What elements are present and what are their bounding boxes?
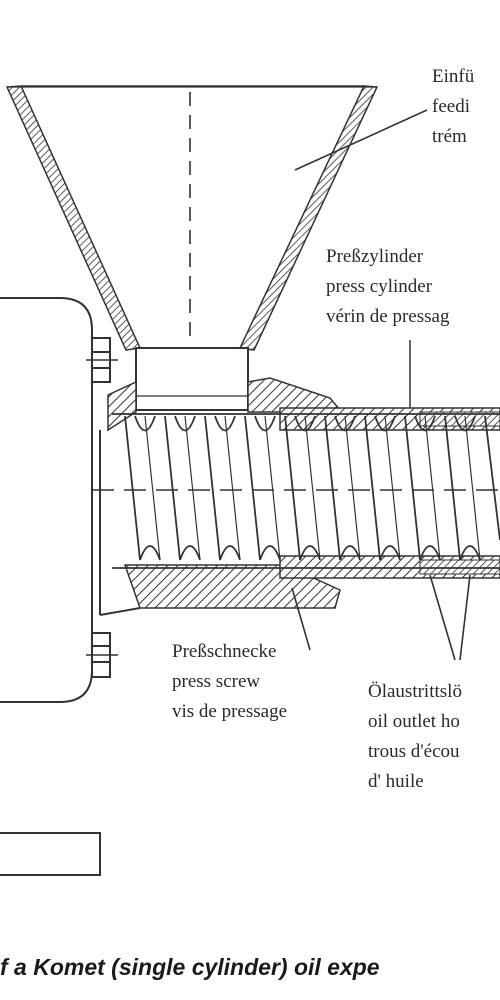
base-block: [0, 832, 101, 876]
label-screw: Preßschnecke press screw vis de pressage: [172, 641, 287, 722]
label-hopper-de: Einfü: [432, 66, 475, 87]
feeding-hopper: [5, 85, 379, 411]
label-cylinder: Preßzylinder press cylinder vérin de pre…: [326, 246, 450, 327]
label-cylinder-en: press cylinder: [326, 276, 433, 297]
label-hopper-fr: trém: [432, 126, 467, 147]
label-cylinder-de: Preßzylinder: [326, 246, 424, 267]
label-hopper: Einfü feedi trém: [432, 66, 475, 147]
motor-housing: [0, 297, 118, 703]
label-outlet-fr-2: d' huile: [368, 771, 424, 792]
label-outlet-en: oil outlet ho: [368, 711, 460, 732]
press-screw: [92, 413, 500, 569]
label-outlet-de: Ölaustrittslö: [368, 681, 462, 702]
figure-caption: f a Komet (single cylinder) oil expe: [0, 954, 380, 980]
label-cylinder-fr: vérin de pressag: [326, 306, 450, 327]
label-screw-fr: vis de pressage: [172, 701, 287, 722]
label-screw-de: Preßschnecke: [172, 641, 276, 662]
leader-lines: [291, 109, 471, 661]
label-hopper-en: feedi: [432, 96, 470, 117]
label-screw-en: press screw: [172, 671, 260, 692]
label-outlet: Ölaustrittslö oil outlet ho trous d'écou…: [368, 681, 462, 792]
label-outlet-fr: trous d'écou: [368, 741, 460, 762]
